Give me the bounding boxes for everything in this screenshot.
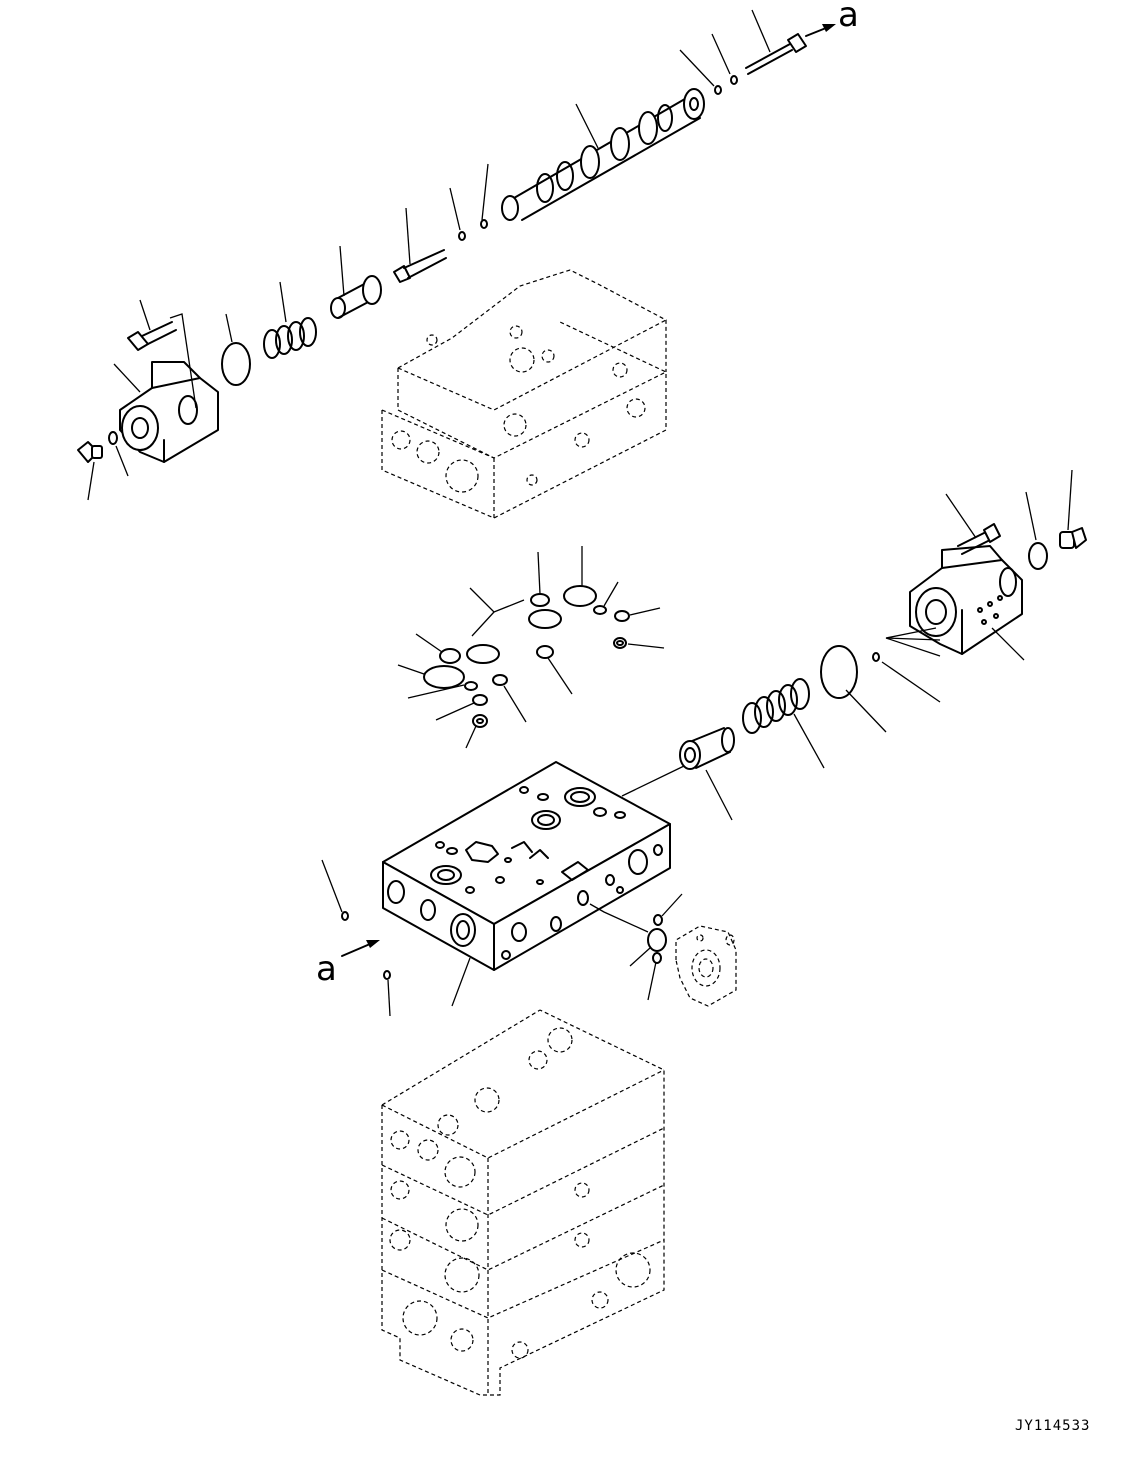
connection-marker-bottom: a xyxy=(316,949,337,989)
o-ring-large-left xyxy=(222,343,250,385)
figure-id: JY114533 xyxy=(1015,1418,1091,1434)
spring-retainer-left xyxy=(331,276,381,318)
main-spool xyxy=(502,89,704,220)
o-ring-right-b xyxy=(873,653,879,661)
plug-right xyxy=(1060,528,1086,548)
retaining-bolt-left xyxy=(128,322,176,350)
spool-spring-right xyxy=(743,679,809,733)
connection-arrow-bottom xyxy=(342,940,380,956)
o-ring-tiny-b xyxy=(481,220,487,228)
o-ring-tiny-c xyxy=(715,86,721,94)
stop-bolt-top xyxy=(746,34,806,74)
spring-retainer-right xyxy=(680,728,734,769)
lower-valve-stack xyxy=(382,1010,664,1395)
valve-section-block xyxy=(383,762,670,970)
o-ring-adapter-c xyxy=(653,953,661,963)
connection-marker-top: a xyxy=(838,0,859,35)
o-ring-block-bottom xyxy=(384,971,390,979)
o-ring-adapter-b xyxy=(648,929,666,951)
o-ring-right-a xyxy=(1029,543,1047,569)
o-ring-small-left xyxy=(109,432,117,444)
retaining-bolt-right xyxy=(958,524,1000,554)
spool-spring-left xyxy=(264,318,316,358)
o-ring-tiny-d xyxy=(731,76,737,84)
o-ring-large-right xyxy=(821,646,857,698)
stop-bolt-left xyxy=(394,250,446,282)
o-ring-set xyxy=(424,586,629,727)
upper-valve-stack xyxy=(382,270,666,518)
plug-left xyxy=(78,442,102,462)
spring-case-right xyxy=(910,546,1022,654)
spring-cap-case-left xyxy=(120,362,218,462)
leader-lines xyxy=(88,10,1072,1016)
pressure-port-adapter xyxy=(676,926,736,1006)
o-ring-tiny-a xyxy=(459,232,465,240)
o-ring-adapter-a xyxy=(654,915,662,925)
o-ring-block-left xyxy=(342,912,348,920)
connection-arrow-top xyxy=(806,24,836,36)
